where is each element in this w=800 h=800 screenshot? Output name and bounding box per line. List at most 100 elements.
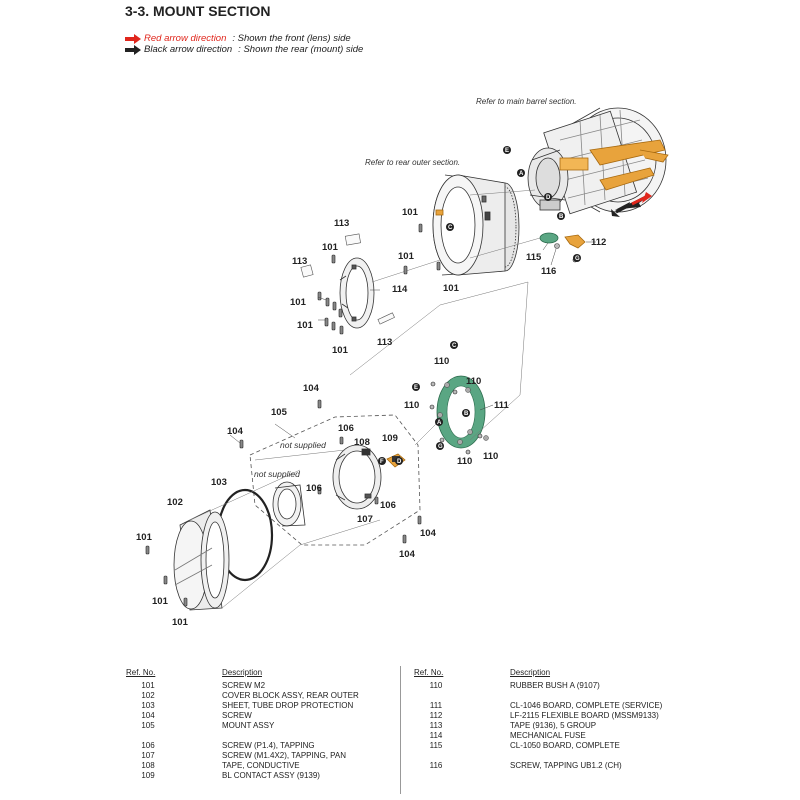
description-header: Description: [510, 668, 551, 677]
callout-104: 104: [227, 426, 244, 437]
badge-b: B: [559, 214, 564, 220]
screw-icon: [183, 597, 188, 607]
cl1046-board-111: [436, 375, 489, 449]
legend-black-label: Black arrow direction: [144, 44, 233, 55]
cover-block-102: [173, 509, 230, 611]
screw-icon: [374, 496, 379, 505]
badge-a: A: [437, 420, 442, 426]
callout-110: 110: [404, 400, 419, 411]
mount-ring-107: [332, 444, 382, 510]
parts-table-header: Ref. No. Description: [414, 668, 662, 678]
callout-113: 113: [377, 337, 392, 348]
legend-red: Red arrow direction : Shown the front (l…: [125, 33, 351, 44]
badge-f: F: [380, 459, 384, 465]
callout-106: 106: [338, 423, 354, 434]
screw-icon: [402, 534, 407, 544]
callout-113: 113: [292, 256, 307, 267]
screw-icon: [145, 545, 150, 555]
callout-101: 101: [332, 345, 349, 356]
mount-assy-105-region: [249, 414, 421, 546]
screw-icon: [339, 436, 344, 445]
callout-104: 104: [303, 383, 320, 394]
badge-g: G: [575, 256, 580, 262]
callout-114: 114: [392, 284, 408, 295]
callout-104: 104: [399, 549, 416, 560]
main-barrel-assembly: [527, 107, 669, 215]
callout-108: 108: [354, 437, 370, 448]
note-rear-outer: Refer to rear outer section.: [365, 158, 460, 167]
callout-109: 109: [382, 433, 398, 444]
callout-107: 107: [357, 514, 373, 525]
callout-115: 115: [526, 252, 542, 263]
callout-110: 110: [466, 376, 481, 387]
screw-icon: [417, 515, 422, 525]
callout-116: 116: [541, 266, 556, 277]
exploded-view-diagram: Refer to main barrel section. Refer to r…: [136, 97, 669, 628]
board-115: [539, 232, 560, 249]
callout-102: 102: [167, 497, 183, 508]
callout-101: 101: [152, 596, 169, 607]
badge-c: C: [448, 225, 453, 231]
screw-icon: [317, 486, 322, 495]
tape-113-group: [300, 233, 395, 325]
callout-101: 101: [398, 251, 415, 262]
callout-101: 101: [172, 617, 189, 628]
callout-106: 106: [380, 500, 396, 511]
callout-101: 101: [443, 283, 460, 294]
rear-outer-ring: [432, 174, 520, 276]
note-not-supplied-1: not supplied: [280, 440, 326, 450]
legend-red-label: Red arrow direction: [144, 33, 227, 44]
black-arrow-icon: [125, 44, 141, 55]
badge-b: B: [464, 411, 469, 417]
callout-101: 101: [297, 320, 314, 331]
badge-e: E: [414, 385, 418, 391]
screw-icon: [163, 575, 168, 585]
mechanical-fuse-114: [339, 257, 375, 329]
screw-icon: [436, 261, 441, 271]
badge-d: D: [397, 459, 402, 465]
connection-badges: E A D B G C C E A B G F D: [378, 146, 581, 465]
page-title: 3-3. MOUNT SECTION: [125, 3, 271, 19]
screw-icon: [332, 301, 337, 311]
direction-arrow-icon: [611, 192, 652, 217]
callout-101: 101: [136, 532, 153, 543]
screw-icon: [338, 308, 343, 318]
guide-lines: [189, 189, 541, 609]
not-supplied-ring: [272, 481, 306, 527]
red-arrow-icon: [125, 33, 141, 44]
callout-106: 106: [306, 483, 322, 494]
screw-icon: [317, 399, 322, 409]
badge-e: E: [505, 148, 509, 154]
callout-110: 110: [483, 451, 498, 462]
screw-icon: [331, 321, 336, 331]
badge-d: D: [546, 195, 551, 201]
screw-icon: [339, 325, 344, 335]
legend-black-desc: : Shown the rear (mount) side: [238, 44, 364, 55]
description-header: Description: [222, 668, 263, 677]
badge-c: C: [452, 343, 457, 349]
table-divider: [400, 666, 401, 794]
badge-a: A: [519, 171, 524, 177]
screw-icon: [403, 265, 408, 275]
screw-icon: [418, 223, 423, 233]
callout-110: 110: [457, 456, 472, 467]
screws: [145, 223, 578, 607]
screw-icon: [239, 439, 244, 449]
callout-111: 111: [494, 400, 510, 411]
screw-icon: [331, 254, 336, 264]
screw-icon: [317, 291, 322, 301]
callout-104: 104: [420, 528, 437, 539]
